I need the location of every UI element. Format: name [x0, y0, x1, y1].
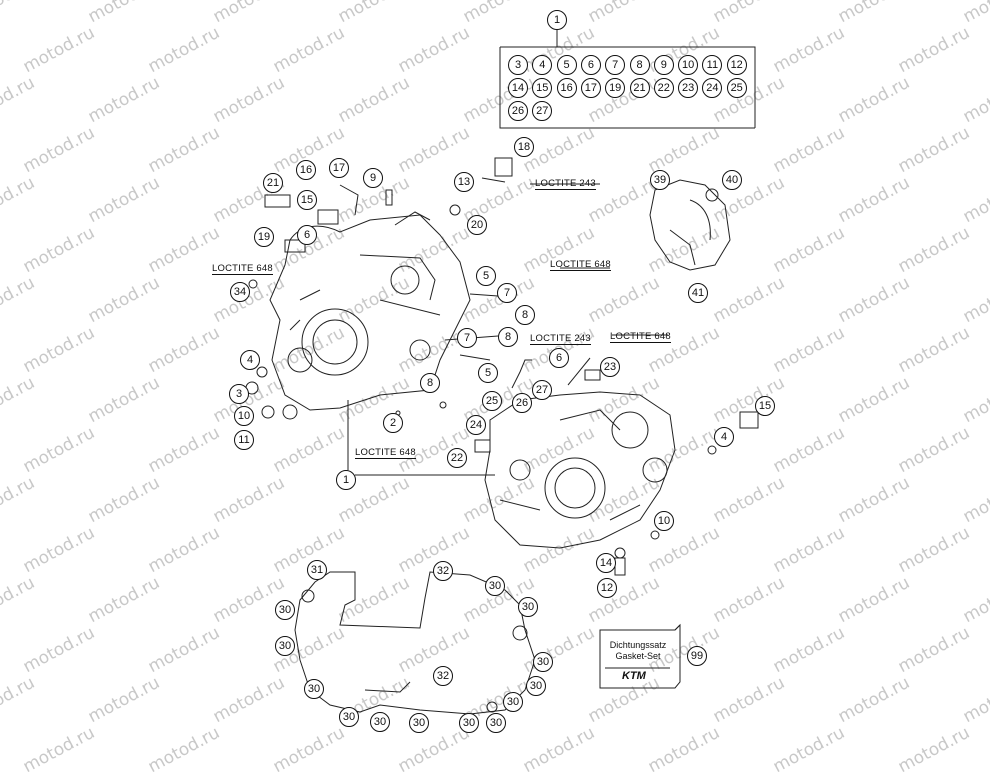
kit-part-callout: 19	[605, 78, 626, 98]
callout: 39	[650, 170, 670, 190]
loctite-note: LOCTITE 648	[550, 259, 611, 271]
callout: 10	[234, 406, 254, 426]
right-crankcase-half	[484, 391, 676, 549]
ktm-logo: KTM	[622, 670, 646, 682]
callout: 23	[600, 357, 620, 377]
kit-part-callout: 14	[508, 78, 528, 98]
callout: 3	[229, 384, 249, 404]
kit-part-callout: 3	[508, 55, 528, 75]
callout: 6	[297, 225, 317, 245]
callout-kit: 1	[547, 10, 567, 30]
callout: 30	[370, 712, 390, 732]
loctite-note: LOCTITE 243	[530, 333, 591, 345]
kit-part-callout: 10	[678, 55, 699, 75]
callout: 32	[433, 561, 453, 581]
callout: 6	[549, 348, 569, 368]
loctite-note: LOCTITE 648	[212, 263, 273, 275]
kit-part-callout: 17	[580, 78, 601, 98]
callout: 30	[486, 713, 506, 733]
callout: 30	[533, 652, 553, 672]
callout: 11	[234, 430, 254, 450]
callout: 4	[240, 350, 260, 370]
side-cover	[649, 179, 731, 271]
crankcase-gasket	[294, 571, 536, 715]
callout: 24	[466, 415, 486, 435]
callout: 5	[476, 266, 496, 286]
callout: 2	[383, 413, 403, 433]
callout: 21	[263, 173, 283, 193]
callout: 8	[420, 373, 440, 393]
callout: 31	[307, 560, 327, 580]
kit-part-callout: 15	[532, 78, 553, 98]
kit-part-callout: 24	[702, 78, 723, 98]
kit-part-callout: 26	[508, 101, 528, 121]
callout: 9	[363, 168, 383, 188]
callout: 41	[688, 283, 708, 303]
callout: 30	[526, 676, 546, 696]
callout: 7	[497, 283, 517, 303]
callout: 17	[329, 158, 349, 178]
callout: 22	[447, 448, 467, 468]
callout: 15	[755, 396, 775, 416]
callout: 30	[339, 707, 359, 727]
callout: 5	[478, 363, 498, 383]
loctite-note: LOCTITE 243	[535, 178, 596, 190]
callout: 19	[254, 227, 274, 247]
gasket-set-label: Dichtungssatz	[609, 640, 667, 650]
kit-part-callout: 8	[629, 55, 650, 75]
callout: 14	[596, 553, 616, 573]
kit-part-callout: 11	[702, 55, 723, 75]
callout: 34	[230, 282, 250, 302]
callout: 13	[454, 172, 474, 192]
loctite-note: LOCTITE 648	[610, 331, 671, 343]
callout: 40	[722, 170, 742, 190]
kit-part-callout: 9	[653, 55, 674, 75]
kit-part-callout: 16	[556, 78, 577, 98]
callout: 18	[514, 137, 534, 157]
callout: 10	[654, 511, 674, 531]
kit-part-callout: 6	[580, 55, 601, 75]
callout: 30	[485, 576, 505, 596]
engine-case-drawing	[245, 27, 759, 715]
callout: 7	[457, 328, 477, 348]
callout: 30	[275, 636, 295, 656]
callout: 20	[467, 215, 487, 235]
callout: 1	[336, 470, 356, 490]
kit-part-callout: 7	[605, 55, 626, 75]
callout: 4	[714, 427, 734, 447]
callout: 30	[518, 597, 538, 617]
kit-part-callout: 23	[678, 78, 699, 98]
callout: 30	[459, 713, 479, 733]
loctite-note: LOCTITE 648	[355, 447, 416, 459]
kit-part-callout: 12	[726, 55, 747, 75]
callout: 16	[296, 160, 316, 180]
kit-part-callout: 5	[556, 55, 577, 75]
callout: 32	[433, 666, 453, 686]
callout: 30	[409, 713, 429, 733]
kit-part-callout: 22	[653, 78, 674, 98]
callout: 26	[512, 393, 532, 413]
kit-part-callout: 27	[532, 101, 553, 121]
callout: 27	[532, 380, 552, 400]
callout: 99	[687, 646, 707, 666]
callout: 30	[503, 692, 523, 712]
callout: 8	[515, 305, 535, 325]
kit-part-callout: 25	[726, 78, 747, 98]
kit-part-callout: 4	[532, 55, 553, 75]
callout: 12	[597, 578, 617, 598]
callout: 30	[275, 600, 295, 620]
callout: 30	[304, 679, 324, 699]
gasket-set-label: Gasket-Set	[615, 651, 661, 661]
callout: 15	[297, 190, 317, 210]
callout: 25	[482, 391, 502, 411]
kit-part-callout: 21	[629, 78, 650, 98]
callout: 8	[498, 327, 518, 347]
